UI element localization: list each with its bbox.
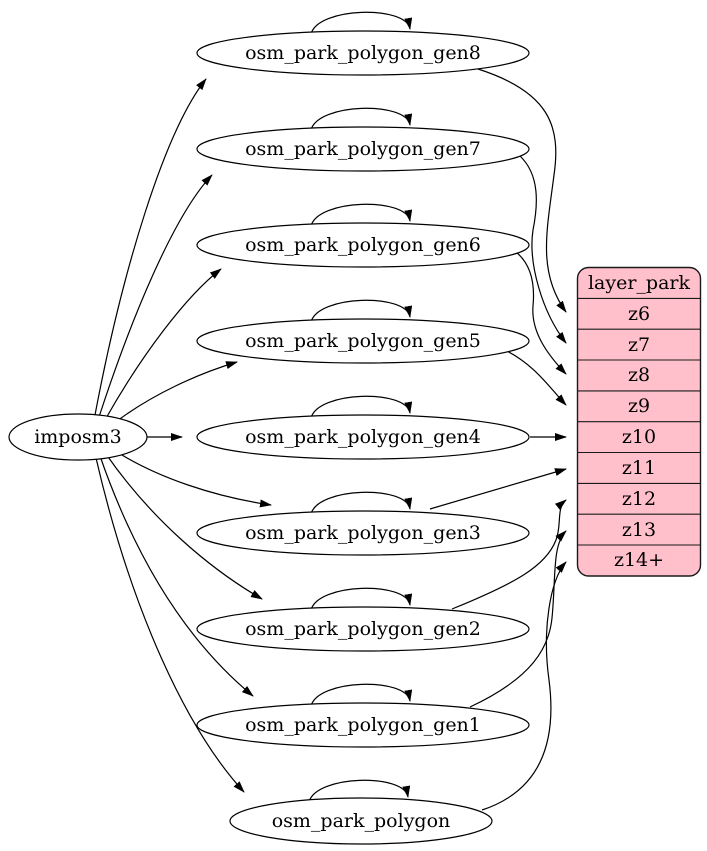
edge-imposm3-to-gen3 xyxy=(113,449,272,508)
gen4-label: osm_park_polygon_gen4 xyxy=(245,426,481,448)
table-node-gen8: osm_park_polygon_gen8 xyxy=(196,30,530,76)
edge-imposm3-to-gen2 xyxy=(105,453,263,600)
table-node-gen6: osm_park_polygon_gen6 xyxy=(196,222,530,268)
layer-row-z10: z10 xyxy=(622,426,656,448)
gen3-label: osm_park_polygon_gen3 xyxy=(245,522,481,544)
gen5-ellipse xyxy=(196,318,530,364)
edge-gen6-to-z8 xyxy=(515,251,567,375)
gen7-ellipse xyxy=(196,126,530,172)
edge-imposm3-to-gen1 xyxy=(99,455,254,697)
edge-gen8-to-z6 xyxy=(477,68,567,313)
gen6-ellipse xyxy=(196,222,530,268)
gen1-label: osm_park_polygon_gen1 xyxy=(245,714,481,736)
polygon-ellipse xyxy=(229,797,493,845)
layer-row-z8: z8 xyxy=(628,364,650,386)
gen4-ellipse xyxy=(196,414,530,460)
self-loop-gen5 xyxy=(310,299,413,323)
self-loop-gen4 xyxy=(310,395,413,419)
table-node-gen2: osm_park_polygon_gen2 xyxy=(196,606,530,652)
gen2-ellipse xyxy=(196,606,530,652)
edge-group-imposm3 xyxy=(94,78,272,793)
gen3-ellipse xyxy=(196,510,530,556)
edge-gen7-to-z7 xyxy=(519,155,567,344)
gen7-label: osm_park_polygon_gen7 xyxy=(245,138,481,160)
edge-imposm3-to-gen5 xyxy=(112,361,238,425)
edge-imposm3-to-gen7 xyxy=(98,174,213,418)
edge-gen3-to-z11 xyxy=(429,468,567,510)
edge-gen5-to-z9 xyxy=(504,349,567,406)
layer-row-z14: z14+ xyxy=(614,549,664,571)
self-loop-gen6 xyxy=(310,203,413,227)
table-node-gen1: osm_park_polygon_gen1 xyxy=(196,702,530,748)
layer-row-z11: z11 xyxy=(622,457,656,479)
edge-imposm3-to-gen8 xyxy=(94,78,207,416)
self-loop-gen7 xyxy=(310,107,413,131)
table-node-gen3: osm_park_polygon_gen3 xyxy=(196,510,530,556)
edge-imposm3-to-polygon xyxy=(95,457,245,793)
gen8-label: osm_park_polygon_gen8 xyxy=(245,42,481,64)
layer-row-z13: z13 xyxy=(622,519,656,541)
layer-row-z6: z6 xyxy=(628,303,650,325)
self-loop-gen8 xyxy=(310,11,413,35)
self-loop-polygon xyxy=(308,779,411,803)
table-node-gen4: osm_park_polygon_gen4 xyxy=(196,414,530,460)
gen8-ellipse xyxy=(196,30,530,76)
imposm3-ellipse xyxy=(8,413,148,461)
edge-gen1-to-z13 xyxy=(469,530,567,708)
edge-imposm3-to-gen6 xyxy=(104,268,222,421)
edge-polygon-to-z14 xyxy=(481,561,567,811)
edge-group-self-loops xyxy=(308,11,413,803)
imposm3-label: imposm3 xyxy=(34,426,122,448)
gen5-label: osm_park_polygon_gen5 xyxy=(245,330,481,352)
gen2-label: osm_park_polygon_gen2 xyxy=(245,618,481,640)
layer-park-node: layer_park z6 z7 z8 z9 z10 z11 z12 z13 z… xyxy=(576,266,702,577)
layer-park-title: layer_park xyxy=(588,272,691,294)
layer-row-z7: z7 xyxy=(628,334,650,356)
gen6-label: osm_park_polygon_gen6 xyxy=(245,234,481,256)
self-loop-gen1 xyxy=(310,683,413,707)
layer-row-z9: z9 xyxy=(628,395,650,417)
table-node-gen5: osm_park_polygon_gen5 xyxy=(196,318,530,364)
self-loop-gen3 xyxy=(310,491,413,515)
layer-row-z12: z12 xyxy=(622,488,656,510)
edge-group-layer-rows xyxy=(429,68,567,811)
gen1-ellipse xyxy=(196,702,530,748)
edge-gen2-to-z12 xyxy=(451,499,567,610)
polygon-label: osm_park_polygon xyxy=(272,810,451,832)
table-node-gen7: osm_park_polygon_gen7 xyxy=(196,126,530,172)
self-loop-gen2 xyxy=(310,587,413,611)
table-node-polygon: osm_park_polygon xyxy=(229,797,493,845)
node-imposm3: imposm3 xyxy=(8,413,148,461)
